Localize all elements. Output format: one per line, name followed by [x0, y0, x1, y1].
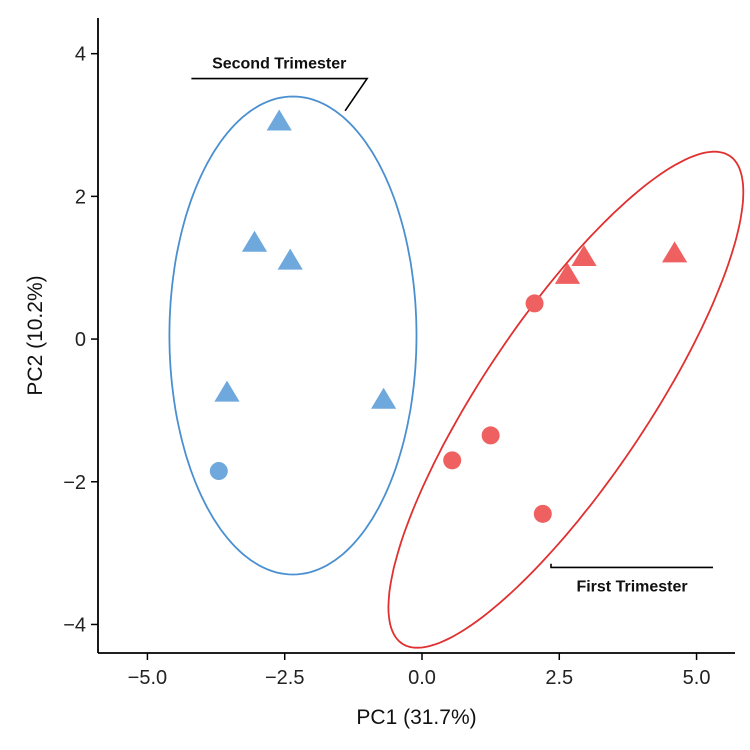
y-tick-label: 2	[75, 186, 86, 208]
group-ellipse	[168, 95, 418, 576]
y-tick-label: 4	[75, 44, 86, 66]
data-point-triangle	[241, 230, 268, 252]
y-axis-title: PC2 (10.2%)	[24, 275, 47, 395]
x-axis-ticks: −5.0 −2.5 0.0 2.5 5.0	[128, 653, 711, 689]
x-axis-title: PC1 (31.7%)	[356, 706, 476, 729]
data-point-triangle	[571, 245, 597, 266]
data-point-circle	[209, 462, 228, 481]
data-point-circle	[525, 294, 544, 313]
annotation-label: First Trimester	[576, 578, 687, 595]
data-point-circle	[443, 451, 462, 470]
y-tick-label: −2	[63, 472, 86, 494]
y-tick-label: 0	[75, 329, 86, 351]
axes: −5.0 −2.5 0.0 2.5 5.0 −4 −2 0 2 4	[63, 18, 735, 689]
confidence-ellipses	[168, 95, 745, 649]
annotation-label: Second Trimester	[212, 56, 346, 73]
data-point-triangle	[554, 262, 581, 284]
y-tick-label: −4	[63, 614, 86, 636]
data-point-circle	[481, 426, 500, 445]
x-tick-label: −2.5	[265, 667, 304, 689]
x-tick-label: 0.0	[408, 667, 436, 689]
data-point-circle	[533, 504, 552, 523]
data-point-triangle	[277, 248, 303, 270]
annotation-bracket	[550, 563, 713, 569]
annotation-bracket	[191, 77, 369, 112]
data-point-triangle	[214, 380, 240, 402]
x-tick-label: −5.0	[128, 667, 167, 689]
data-point-triangle	[662, 241, 688, 263]
y-axis-ticks: −4 −2 0 2 4	[63, 44, 98, 636]
data-point-triangle	[371, 387, 397, 409]
data-points	[209, 109, 688, 523]
group-ellipse	[387, 150, 745, 649]
x-tick-label: 5.0	[683, 667, 711, 689]
x-tick-label: 2.5	[545, 667, 573, 689]
data-point-triangle	[266, 109, 292, 131]
